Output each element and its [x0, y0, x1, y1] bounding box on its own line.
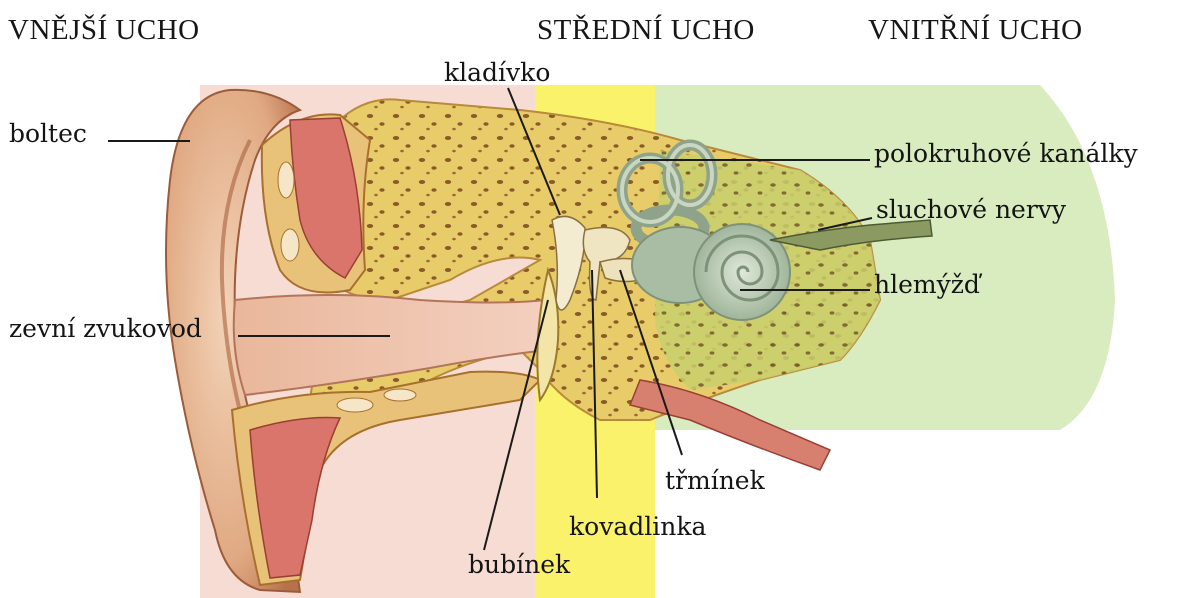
- label-polokruhove-kanalky: polokruhové kanálky: [874, 139, 1138, 168]
- section-title-inner-ear: VNITŘNÍ UCHO: [868, 14, 1083, 47]
- label-hlemyzd: hlemýžď: [874, 270, 980, 299]
- label-kovadlinka: kovadlinka: [569, 512, 706, 541]
- section-title-outer-ear: VNĚJŠÍ UCHO: [8, 14, 200, 47]
- label-sluchove-nervy: sluchové nervy: [876, 195, 1066, 224]
- label-zevni-zvukovod: zevní zvukovod: [9, 314, 202, 343]
- label-bubinek: bubínek: [468, 550, 570, 579]
- label-kladivko: kladívko: [444, 58, 550, 87]
- label-boltec: boltec: [9, 119, 87, 148]
- label-trminek: třmínek: [665, 466, 765, 495]
- section-title-middle-ear: STŘEDNÍ UCHO: [537, 14, 755, 47]
